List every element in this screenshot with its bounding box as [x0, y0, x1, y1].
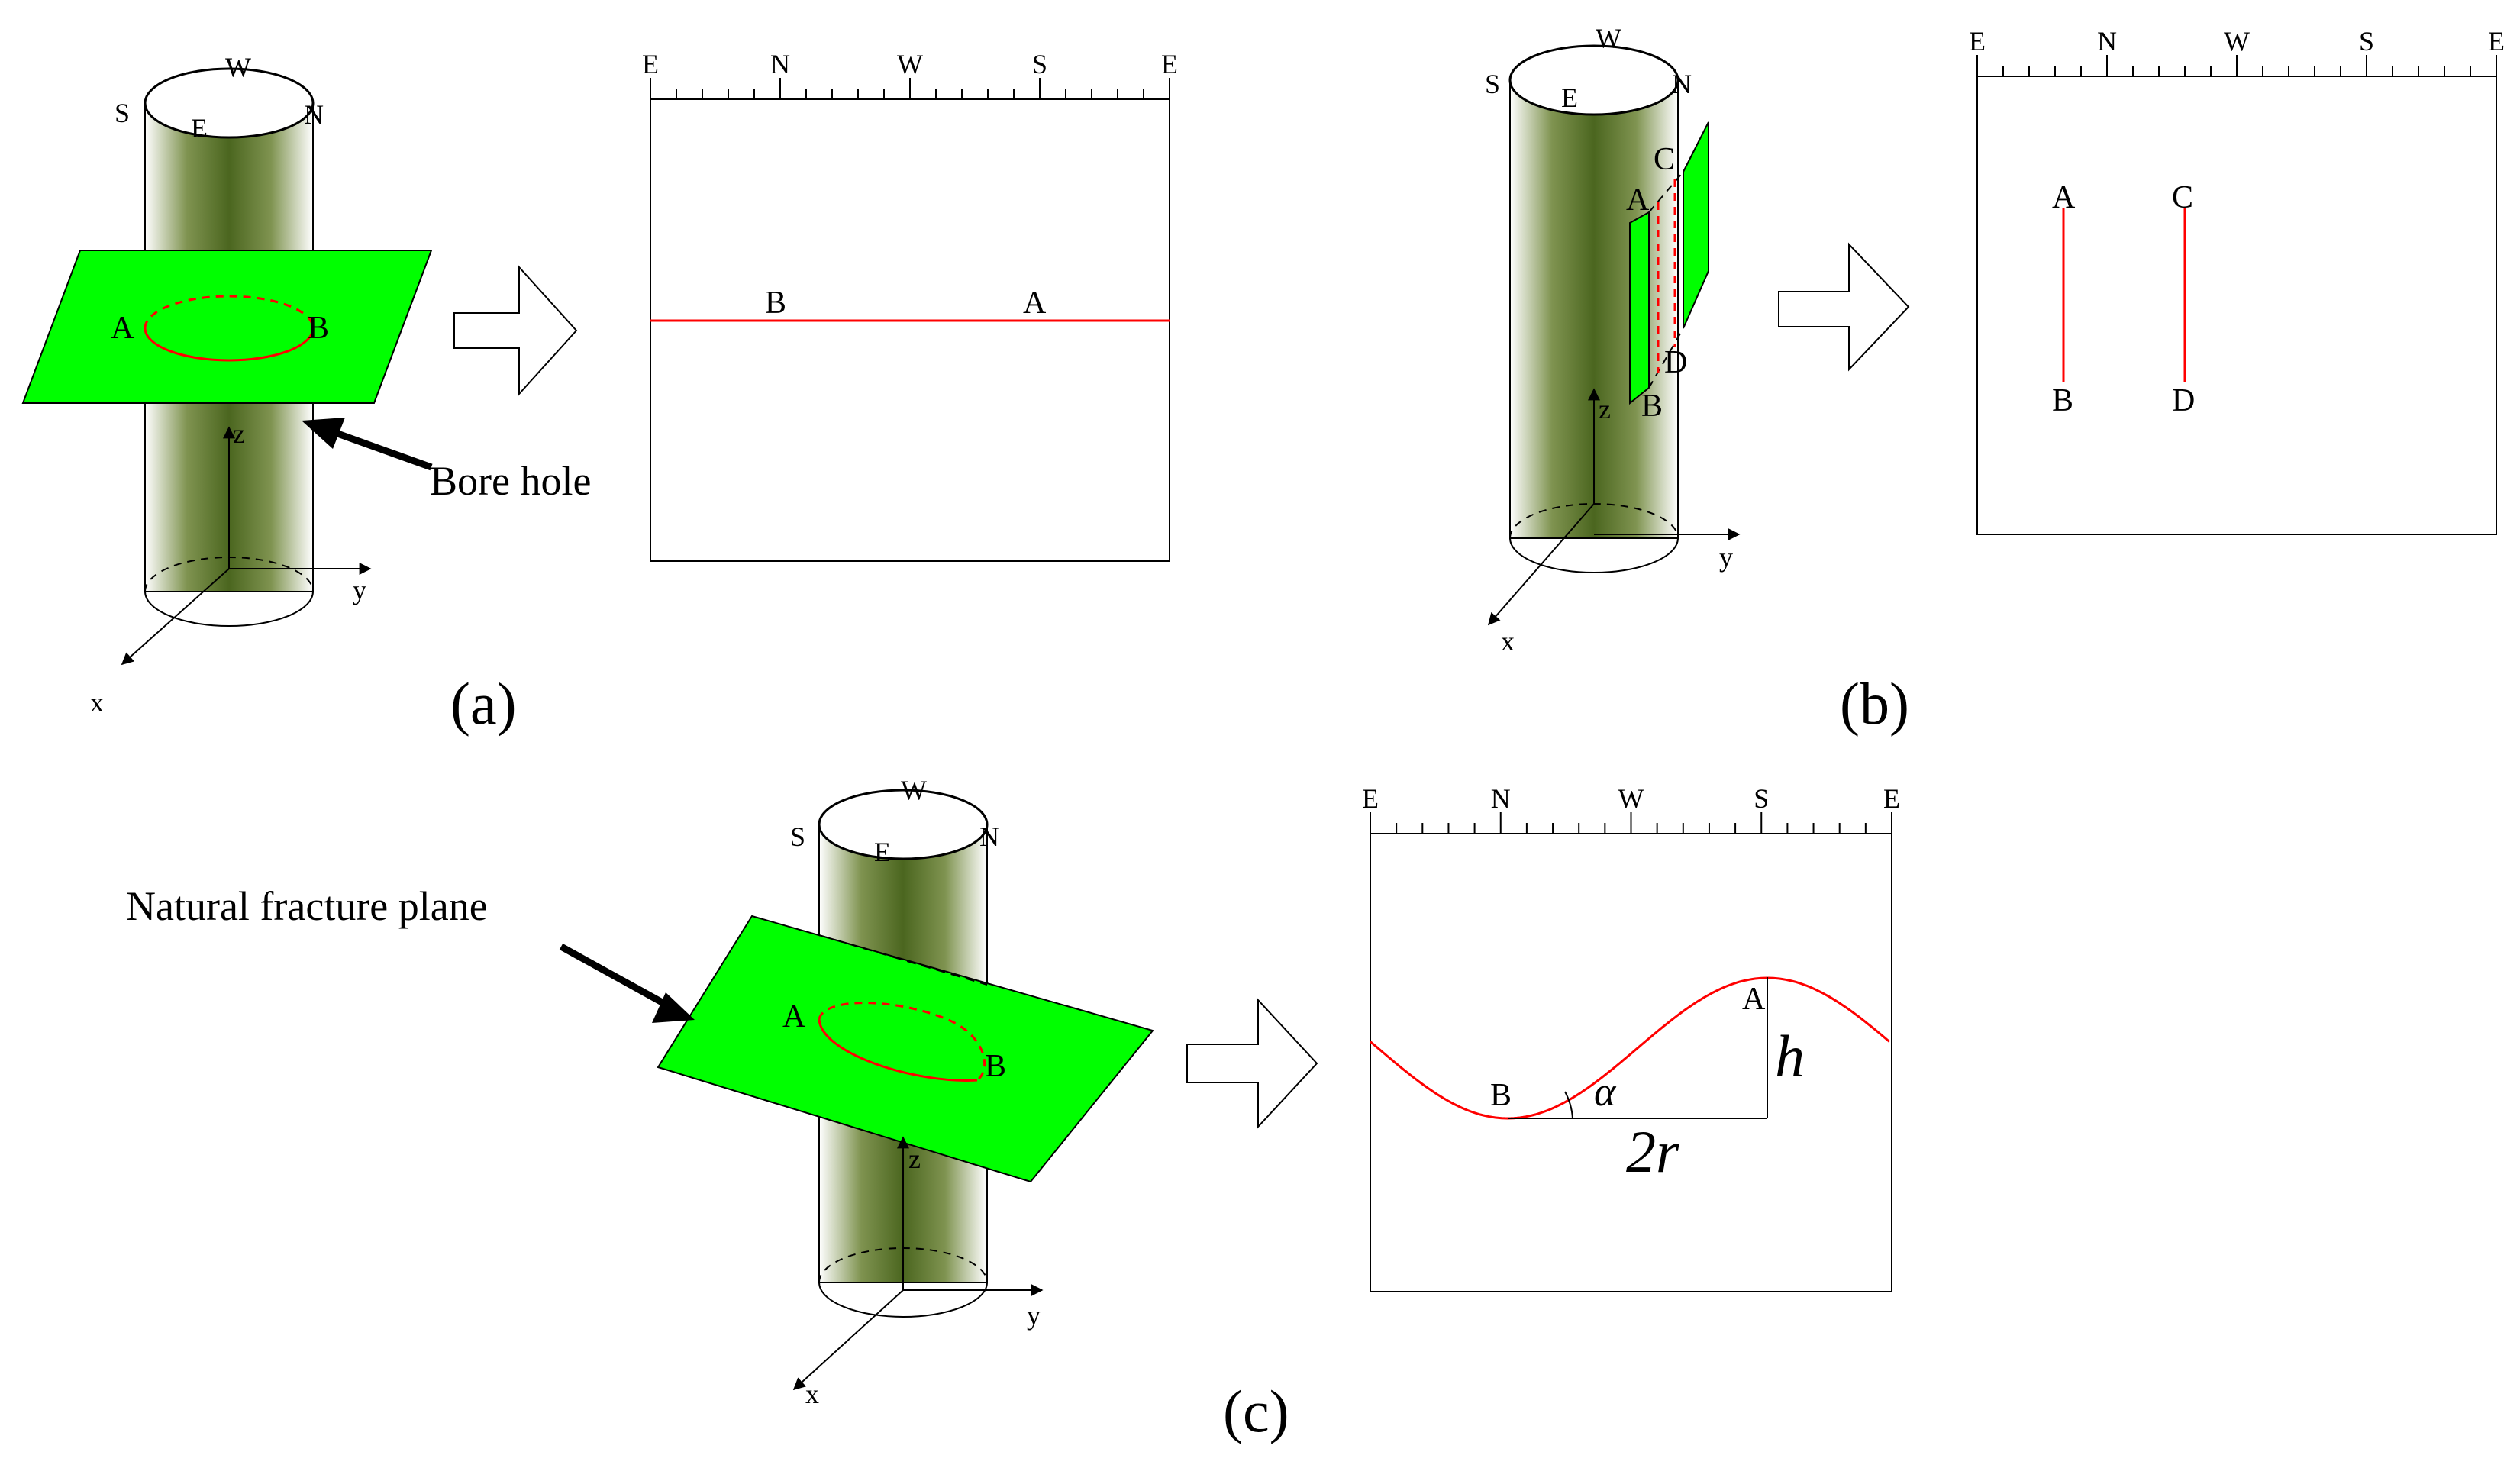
trace-a-label: A	[2052, 180, 2076, 215]
compass-e-label: E	[874, 837, 891, 867]
panel-b-transition-arrow	[1778, 242, 1910, 372]
axis-z-label: z	[908, 1144, 921, 1174]
compass-n-label: N	[304, 99, 324, 130]
panel-c-unrolled-image: E N W S E B A α h 2r	[1362, 783, 1900, 1292]
panel-a-transition-arrow	[453, 265, 578, 396]
point-b-label: B	[985, 1049, 1006, 1084]
ruler-direction-label: S	[1754, 783, 1769, 814]
compass-w-label: W	[901, 775, 927, 805]
compass-n-label: N	[979, 821, 999, 852]
panel-c-sinusoidal-trace	[1370, 976, 1890, 1120]
panel-c-intersection-ellipse	[818, 1002, 986, 1082]
panel-a-axes	[121, 426, 372, 666]
axis-x-label: x	[90, 687, 104, 718]
axis-y-label: y	[1719, 542, 1733, 573]
point-c-label: C	[1654, 142, 1675, 177]
axis-z-label: z	[233, 418, 245, 449]
point-b-label: B	[1641, 389, 1663, 424]
compass-e-label: E	[191, 113, 208, 144]
point-a-label: A	[1626, 182, 1650, 218]
ruler-direction-label: E	[1161, 49, 1178, 79]
trace-c-label: C	[2172, 180, 2193, 215]
point-b-label: B	[308, 311, 329, 346]
trace-b-label: B	[1490, 1078, 1512, 1113]
panel-c-axes	[792, 1136, 1044, 1391]
panel-c-caption: (c)	[1223, 1378, 1289, 1444]
fracture-callout-arrow	[559, 944, 695, 1023]
axis-x-label: x	[1501, 626, 1515, 657]
panel-c-angle-arc	[1564, 1091, 1573, 1119]
width-2r-label: 2r	[1626, 1118, 1679, 1185]
point-d-label: D	[1664, 345, 1687, 380]
ruler-direction-label: E	[2488, 26, 2505, 56]
panel-a-caption: (a)	[450, 670, 517, 737]
ruler-direction-label: W	[2224, 26, 2250, 56]
panel-c: W S E N A B z y x Natural fracture plane	[126, 775, 1900, 1444]
ruler-direction-label: N	[770, 49, 790, 79]
panel-b-caption: (b)	[1840, 670, 1909, 737]
fracture-callout-label: Natural fracture plane	[126, 883, 488, 929]
compass-s-label: S	[1485, 69, 1500, 99]
panel-a: W S E N A B z y x Bore hole E N W S E B A (a…	[21, 49, 1178, 737]
panel-b-fracture-plane	[1629, 121, 1709, 405]
compass-n-label: N	[1672, 69, 1692, 99]
borehole-callout-arrow	[302, 418, 433, 471]
trace-a-label: A	[1742, 982, 1766, 1017]
ruler-direction-label: E	[1969, 26, 1986, 56]
panel-b-axes	[1487, 388, 1741, 626]
trace-d-label: D	[2172, 383, 2195, 418]
ruler-direction-label: S	[1032, 49, 1047, 79]
height-h-label: h	[1775, 1023, 1805, 1089]
compass-s-label: S	[115, 98, 130, 128]
angle-alpha-label: α	[1594, 1069, 1617, 1115]
panel-a-fracture-plane	[21, 250, 433, 404]
ruler-direction-label: E	[1883, 783, 1900, 814]
compass-w-label: W	[225, 52, 251, 82]
axis-x-label: x	[805, 1379, 819, 1409]
trace-b-label: B	[2052, 383, 2073, 418]
ruler-direction-label: E	[642, 49, 659, 79]
axis-y-label: y	[353, 575, 366, 605]
borehole-callout-label: Bore hole	[430, 458, 591, 504]
ruler-direction-label: W	[1618, 783, 1644, 814]
panel-b: W S E N A C B D z y x E N W S E	[1485, 23, 2505, 737]
panel-c-transition-arrow	[1186, 998, 1318, 1129]
panel-b-unrolled-image: E N W S E A C B D	[1969, 26, 2505, 535]
ruler-direction-label: W	[897, 49, 923, 79]
point-a-label: A	[782, 999, 806, 1034]
ruler-direction-label: E	[1362, 783, 1379, 814]
trace-b-label: B	[765, 286, 786, 321]
ruler-direction-label: S	[2359, 26, 2374, 56]
compass-w-label: W	[1596, 23, 1621, 53]
compass-s-label: S	[790, 821, 805, 852]
axis-z-label: z	[1599, 394, 1611, 424]
axis-y-label: y	[1027, 1300, 1041, 1331]
ruler-direction-label: N	[1491, 783, 1511, 814]
compass-e-label: E	[1561, 82, 1578, 113]
point-a-label: A	[111, 311, 134, 346]
ruler-direction-label: N	[2097, 26, 2117, 56]
panel-a-unrolled-image: E N W S E B A	[642, 49, 1178, 562]
trace-a-label: A	[1023, 286, 1047, 321]
panel-a-intersection-ellipse	[144, 295, 315, 362]
